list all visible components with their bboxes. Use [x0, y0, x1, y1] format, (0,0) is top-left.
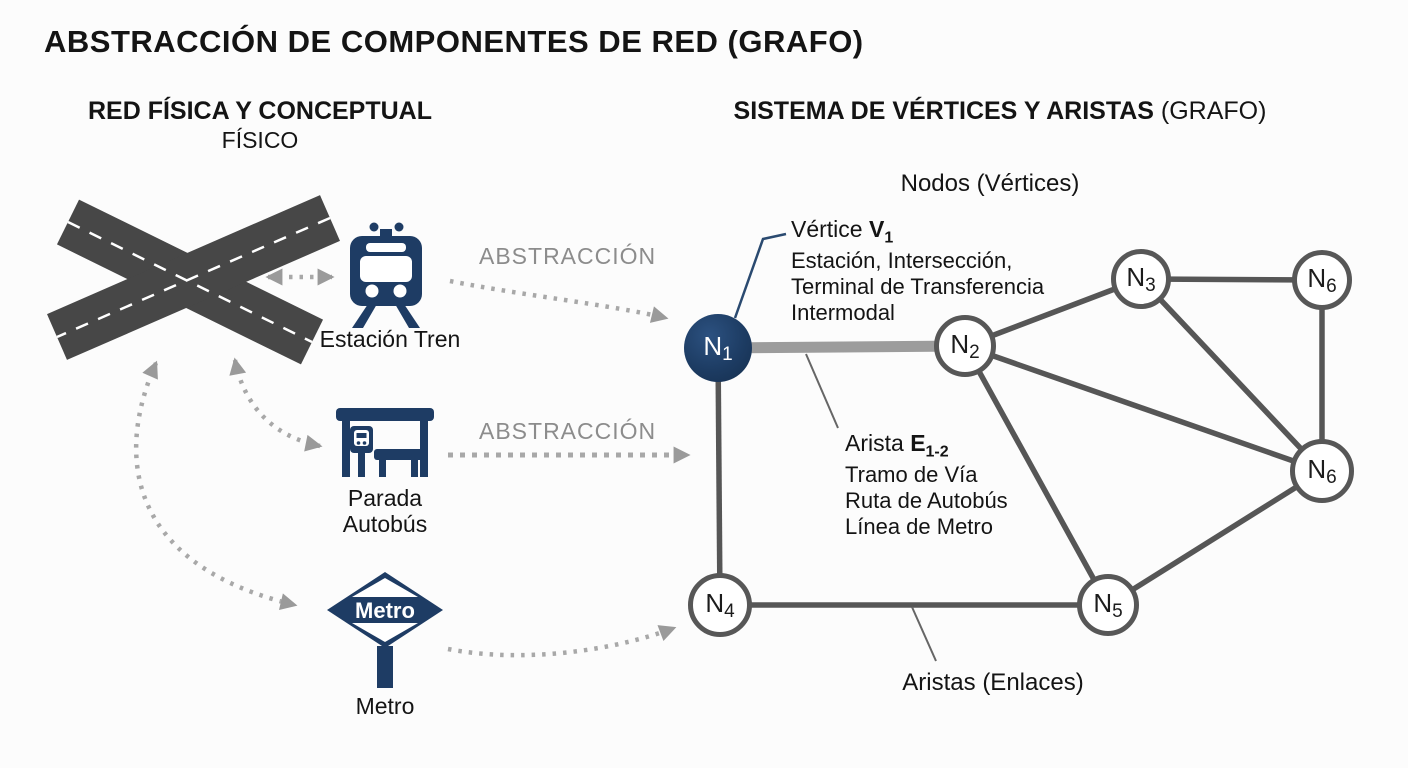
- edges-caption-callout-line: [911, 606, 937, 662]
- edge-n2-n3: [964, 276, 1142, 349]
- right-panel-header-bold: SISTEMA DE VÉRTICES Y ARISTAS: [733, 97, 1154, 125]
- graph-node-n6-right: N6: [1290, 439, 1354, 503]
- graph-node-n1: N1: [684, 314, 752, 382]
- left-panel-subheader: FÍSICO: [221, 127, 299, 153]
- abstraction-label-2: ABSTRACCIÓN: [479, 418, 657, 444]
- edge-n5-n6b: [1106, 468, 1324, 608]
- metro-icon: Metro: [327, 572, 443, 688]
- dotted-arrows: [133, 268, 691, 658]
- abstraction-label-1: ABSTRACCIÓN: [479, 243, 657, 269]
- page-title: ABSTRACCIÓN DE COMPONENTES DE RED (GRAFO…: [44, 24, 864, 59]
- graph-node-n2: N2: [934, 315, 996, 377]
- graph-node-n5: N5: [1077, 574, 1139, 636]
- vertex-annotation-title: Vértice V1: [791, 216, 894, 247]
- edge-annotation-title: Arista E1-2: [845, 430, 949, 461]
- bus-label: Parada Autobús: [310, 485, 460, 537]
- edge-n2-n5: [962, 344, 1111, 607]
- vertex-annotation: Vértice V1 Estación, Intersección, Termi…: [791, 216, 1044, 326]
- metro-label: Metro: [355, 693, 415, 719]
- arrow-intersection-bus: [229, 357, 323, 452]
- graph-node-n4: N4: [688, 573, 752, 637]
- bus-label-line1: Parada: [347, 485, 423, 511]
- edge-n2-n6b: [964, 343, 1323, 474]
- vertex-callout-line: [733, 232, 787, 319]
- edge-annotation-line: Línea de Metro: [845, 513, 993, 539]
- arrow-metro-to-n4: [447, 625, 677, 658]
- arrow-train-to-n1: [449, 278, 669, 323]
- bus-label-line2: Autobús: [342, 511, 428, 537]
- edge-callout-line: [805, 353, 839, 429]
- bus-stop-icon: [336, 408, 434, 477]
- graph-edges: [715, 276, 1325, 608]
- train-icon: [350, 222, 422, 328]
- callout-lines: [733, 232, 937, 662]
- vertex-annotation-line: Intermodal: [791, 299, 895, 325]
- edge-annotation-line: Tramo de Vía: [845, 461, 978, 487]
- edge-n1-n4: [715, 347, 723, 606]
- graph-node-n6-top: N6: [1292, 250, 1352, 310]
- left-panel-header: RED FÍSICA Y CONCEPTUAL: [87, 97, 433, 125]
- right-panel-header: SISTEMA DE VÉRTICES Y ARISTAS (GRAFO): [700, 97, 1300, 126]
- right-panel-header-suffix: (GRAFO): [1153, 97, 1267, 125]
- arrow-intersection-metro: [133, 360, 298, 610]
- edge-annotation-line: Ruta de Autobús: [845, 487, 1008, 513]
- road-intersection-icon: [47, 195, 340, 365]
- edge-n3-n6a: [1140, 276, 1323, 283]
- vertex-annotation-line: Terminal de Transferencia: [791, 273, 1045, 299]
- edge-n1-n2: [717, 340, 966, 354]
- metro-sign-text: Metro: [355, 598, 415, 623]
- vertex-annotation-line: Estación, Intersección,: [791, 247, 1013, 273]
- graph-node-n3: N3: [1111, 249, 1171, 309]
- train-label: Estación Tren: [319, 326, 461, 352]
- nodes-caption: Nodos (Vértices): [900, 170, 1080, 197]
- edge-annotation: Arista E1-2 Tramo de Vía Ruta de Autobús…: [845, 430, 1008, 540]
- edge-n3-n6b: [1138, 277, 1325, 473]
- edges-caption: Aristas (Enlaces): [902, 669, 1084, 696]
